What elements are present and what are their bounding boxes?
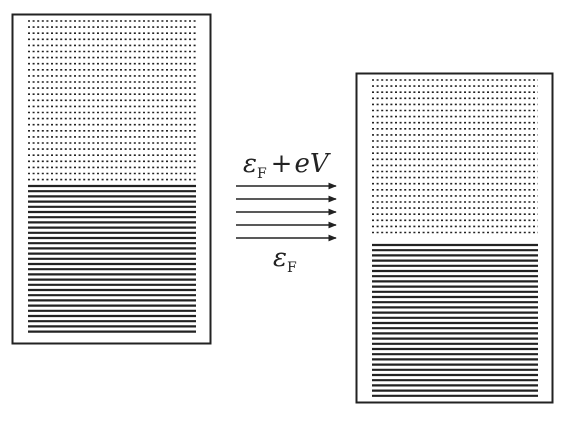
left-empty-states [28,20,196,181]
lower-fermi-label: εF [273,243,297,276]
upper-ev: eV [294,149,330,179]
lower-epsilon: ε [273,243,287,273]
upper-fermi-label: εF+eV [243,149,331,182]
electron-flow-arrows [236,182,337,242]
left-filled-states [28,184,196,333]
upper-epsilon: ε [243,149,257,179]
right-metal-block [355,72,554,404]
left-block-outline [11,13,212,345]
right-empty-states [372,79,538,234]
upper-subscript: F [257,166,267,182]
lower-subscript: F [287,260,297,276]
right-filled-states [372,243,538,397]
upper-plus: + [271,149,293,179]
left-metal-block [11,13,212,345]
right-block-outline [355,72,554,404]
